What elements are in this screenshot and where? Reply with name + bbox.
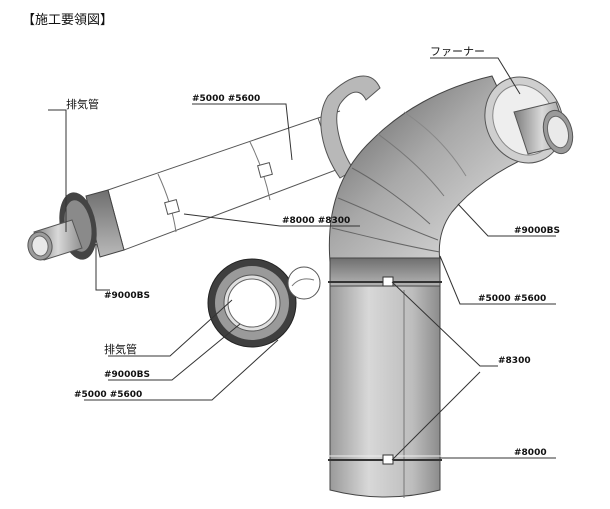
clamp-square <box>164 199 180 215</box>
cross-section <box>207 258 297 348</box>
strap-buckle <box>382 454 394 465</box>
detail-circle <box>287 266 321 300</box>
label-n5000-5600-right: #5000 #5600 <box>478 294 546 304</box>
label-n8000: #8000 <box>514 448 547 458</box>
section-bore <box>227 278 277 328</box>
label-bs9000-left: #9000BS <box>104 291 150 301</box>
label-bs9000-right: #9000BS <box>514 226 560 236</box>
leader-lines <box>48 57 556 461</box>
label-exhaust-pipe-mid: 排気管 <box>104 342 137 356</box>
vertical-pipe-body <box>329 285 441 498</box>
strap-curve <box>320 75 381 179</box>
label-n8000-8300: #8000 #8300 <box>282 216 350 226</box>
label-n5000-5600-mid: #5000 #5600 <box>74 390 142 400</box>
label-exhaust-pipe-top: 排気管 <box>66 97 99 111</box>
pipe-jacket <box>107 117 337 251</box>
elbow-pipe <box>328 75 574 263</box>
label-title: 【施工要領図】 <box>22 12 113 28</box>
clamp-square <box>257 162 273 178</box>
label-facer: ファーナー <box>430 45 485 58</box>
label-n5000-5600-top: #5000 #5600 <box>192 94 260 104</box>
label-bs9000-mid: #9000BS <box>104 370 150 380</box>
strap-buckle <box>382 276 394 287</box>
vertical-pipe <box>328 257 442 498</box>
horizontal-pipe <box>27 110 343 261</box>
labels: 【施工要領図】 排気管 #9000BS #5000 #5600 #8000 #8… <box>22 12 560 458</box>
label-n8300: #8300 <box>498 356 531 366</box>
